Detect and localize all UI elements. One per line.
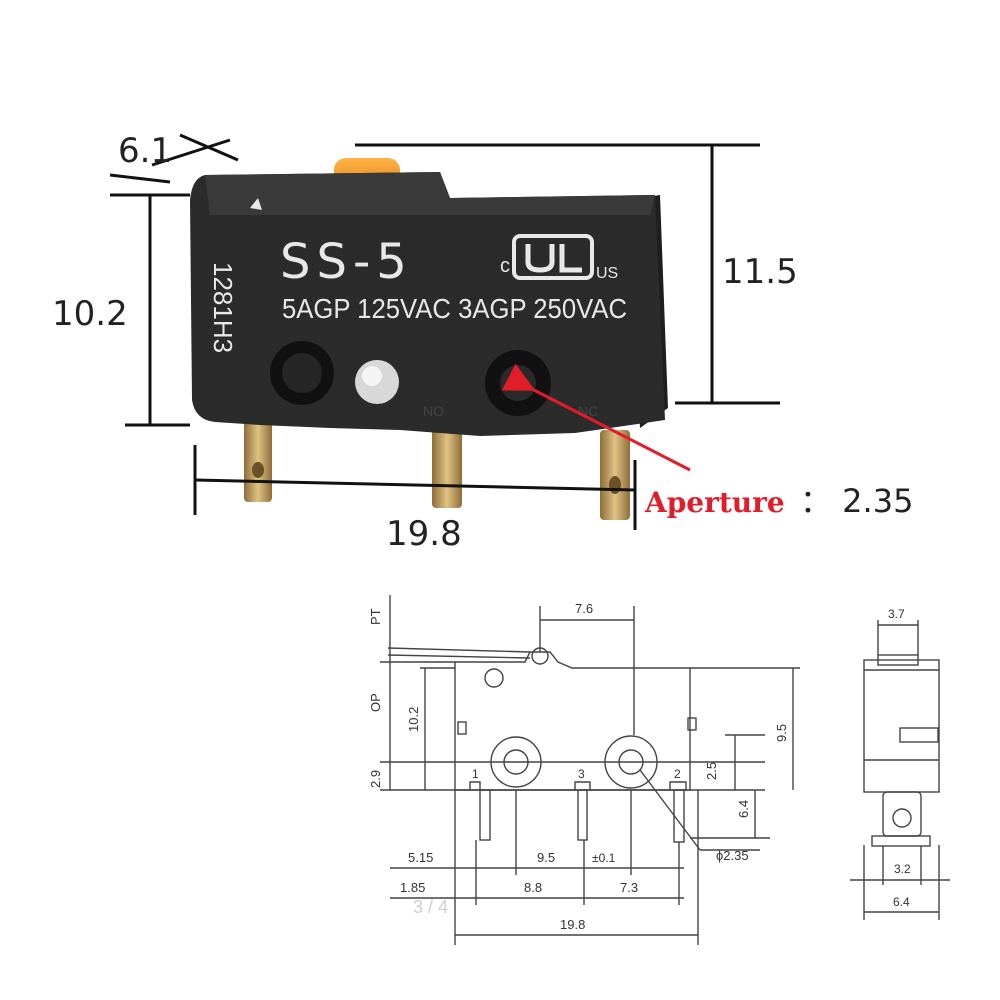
dim-6-1: 6.1 bbox=[118, 131, 172, 171]
label-phi-2-35: ϕ2.35 bbox=[716, 848, 749, 863]
label-19-8: 19.8 bbox=[560, 917, 585, 932]
date-code-text: 1281H3 bbox=[208, 262, 238, 353]
label-tol: ±0.1 bbox=[592, 851, 616, 865]
cert-us-text: US bbox=[596, 265, 618, 282]
pin-no-text: NO bbox=[423, 403, 444, 419]
label-pt: PT bbox=[368, 608, 383, 625]
technical-drawing-side bbox=[850, 620, 950, 920]
label-7-6: 7.6 bbox=[575, 601, 593, 616]
label-10-2: 10.2 bbox=[406, 707, 421, 732]
switch-photo: SS-5 c US 5AGP 125VAC 3AGP 250VAC 1281H3… bbox=[190, 158, 668, 520]
label-1-85: 1.85 bbox=[400, 880, 425, 895]
label-pin-1: 1 bbox=[472, 767, 479, 781]
pin-right bbox=[600, 430, 630, 520]
photo-dimension-lines bbox=[109, 133, 780, 530]
label-pin-2: 2 bbox=[674, 767, 681, 781]
dim-11-5: 11.5 bbox=[722, 252, 798, 292]
label-6-4-v: 6.4 bbox=[736, 800, 751, 818]
label-5-15: 5.15 bbox=[408, 850, 433, 865]
label-3-7: 3.7 bbox=[888, 607, 905, 621]
pin-left bbox=[244, 420, 272, 502]
rating-text: 5AGP 125VAC 3AGP 250VAC bbox=[282, 293, 627, 324]
technical-drawing-front bbox=[380, 595, 800, 945]
aperture-value: ： 2.35 bbox=[800, 482, 913, 520]
page-counter: 3 / 4 bbox=[413, 897, 448, 917]
label-op: OP bbox=[368, 693, 383, 712]
ul-logo-icon bbox=[512, 234, 594, 280]
label-2-5: 2.5 bbox=[704, 762, 719, 780]
dim-10-2: 10.2 bbox=[52, 294, 128, 334]
label-3-2: 3.2 bbox=[894, 862, 911, 876]
model-text: SS-5 bbox=[280, 234, 413, 290]
label-7-3: 7.3 bbox=[620, 880, 638, 895]
label-9-5-h: 9.5 bbox=[537, 850, 555, 865]
aperture-label: Aperture bbox=[644, 486, 785, 519]
dim-19-8: 19.8 bbox=[386, 514, 462, 554]
cert-c-text: c bbox=[500, 255, 510, 277]
pin-middle bbox=[432, 428, 462, 508]
label-6-4-h: 6.4 bbox=[893, 895, 910, 909]
label-2-9: 2.9 bbox=[368, 770, 383, 788]
label-pin-3: 3 bbox=[578, 767, 585, 781]
label-8-8: 8.8 bbox=[524, 880, 542, 895]
aperture-arrow bbox=[501, 363, 691, 472]
label-9-5-v: 9.5 bbox=[774, 724, 789, 742]
